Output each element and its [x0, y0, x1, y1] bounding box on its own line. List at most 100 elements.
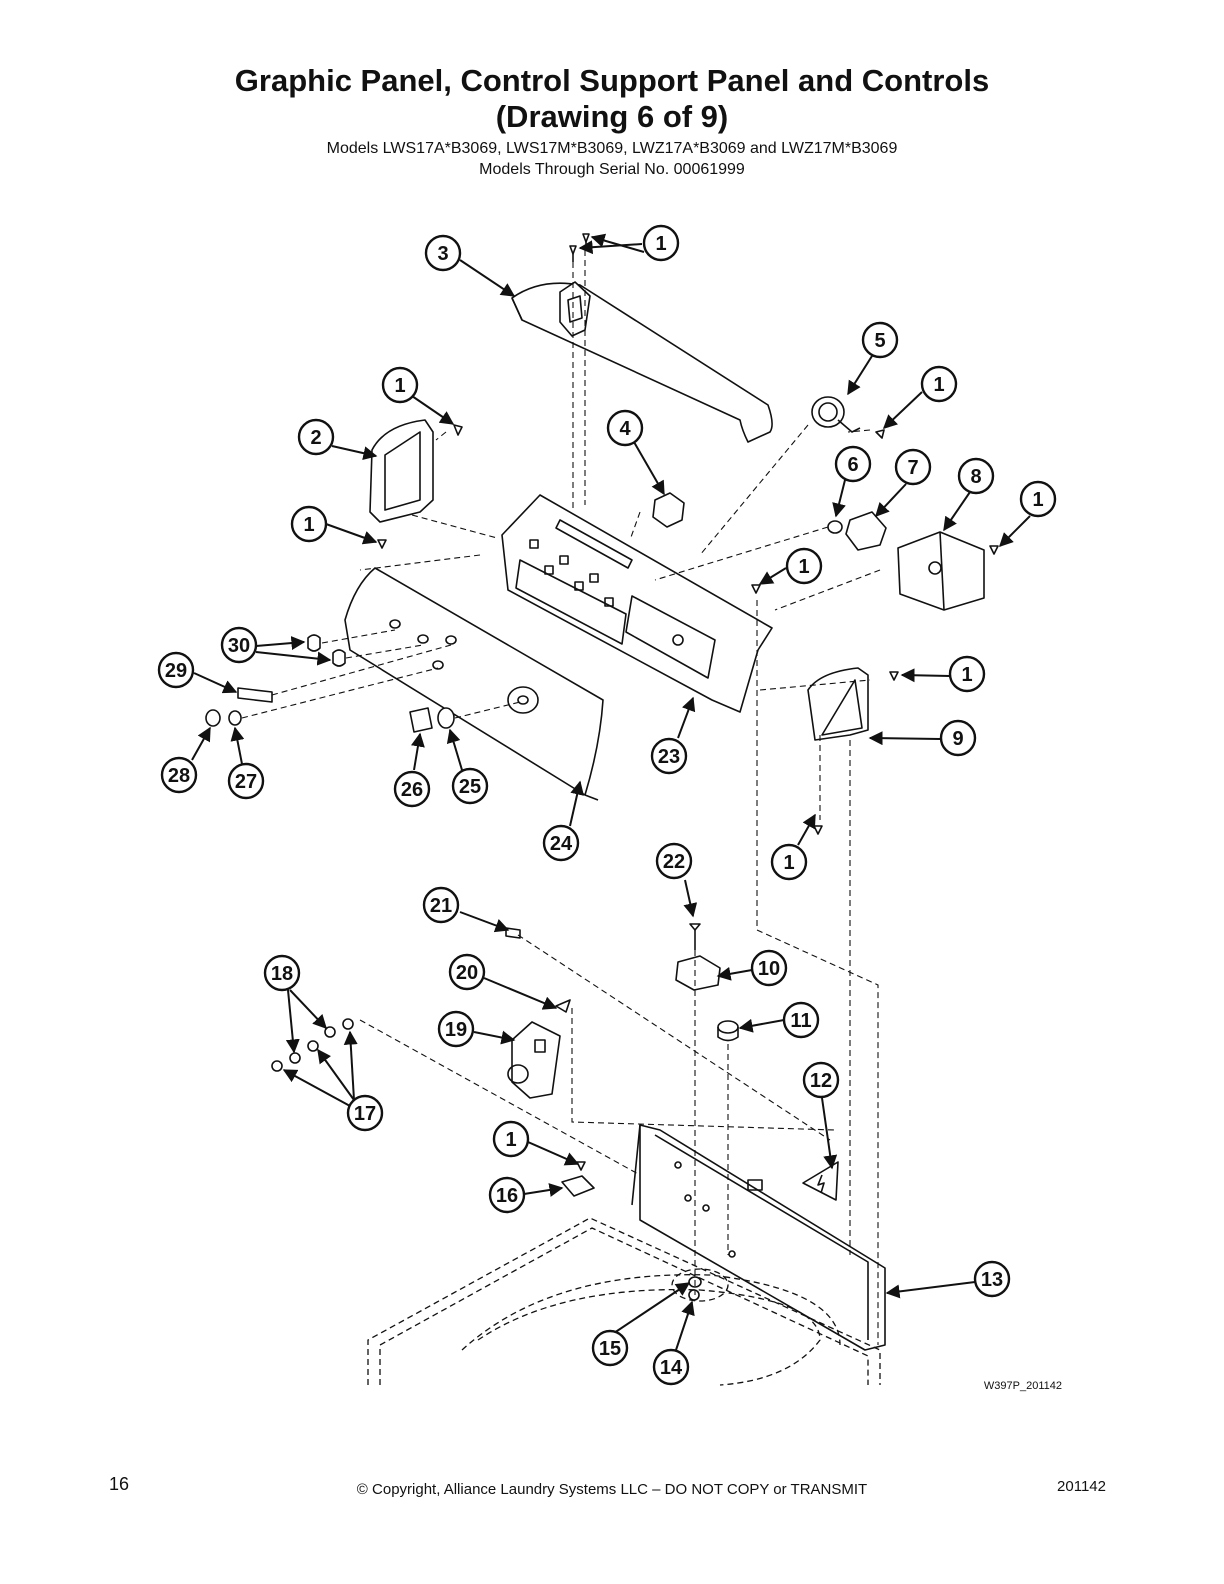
callout-bubble: [488, 1176, 526, 1214]
part-bushing-11: [717, 1020, 739, 1042]
part-left-end-cap: [369, 419, 434, 523]
callout-number: 18: [271, 963, 293, 985]
part-screw-21: [505, 927, 521, 939]
part-clip-20: [555, 999, 571, 1013]
callout-bubble: [157, 651, 195, 689]
callout-number: 3: [437, 243, 448, 265]
callout-number: 1: [798, 556, 809, 578]
callout-number: 25: [459, 776, 481, 798]
callout-number: 23: [658, 746, 680, 768]
footer-code: 201142: [1057, 1478, 1106, 1495]
part-nut-27: [228, 710, 242, 726]
copyright-notice: © Copyright, Alliance Laundry Systems LL…: [356, 1481, 868, 1498]
callout-bubble: [263, 954, 301, 992]
page-subtitle: (Drawing 6 of 9): [495, 99, 729, 134]
callout-number: 12: [810, 1070, 832, 1092]
callout-bubble: [1019, 480, 1057, 518]
part-screw-22: [689, 923, 701, 950]
callout-arrows: [191, 233, 1031, 1351]
part-skirt-25: [437, 707, 455, 729]
callout-number: 1: [505, 1129, 516, 1151]
callout-bubble: [802, 1061, 840, 1099]
cabinet-top-outline: [367, 1217, 881, 1386]
callout-bubble: [437, 1010, 475, 1048]
callout-bubble: [957, 457, 995, 495]
callout-number: 1: [394, 375, 405, 397]
callout-bubble: [542, 824, 580, 862]
callout-bubble: [750, 949, 788, 987]
callout-number: 27: [235, 771, 257, 793]
callout-number: 5: [874, 330, 885, 352]
callout-number: 29: [165, 660, 187, 682]
callout-bubble: [650, 737, 688, 775]
callout-number: 13: [981, 1269, 1003, 1291]
models-line: Models LWS17A*B3069, LWS17M*B3069, LWZ17…: [326, 140, 898, 157]
callout-number: 26: [401, 779, 423, 801]
alignment-lines: [241, 250, 881, 1345]
callout-number: 2: [310, 427, 321, 449]
callout-bubble: [606, 409, 644, 447]
callout-bubble: [448, 953, 486, 991]
part-control-board-19: [507, 1021, 561, 1099]
callout-bubble: [973, 1260, 1011, 1298]
part-knob-29: [237, 687, 273, 703]
part-warning-label-12: [802, 1161, 839, 1201]
callout-number: 1: [303, 514, 314, 536]
callout-number: 17: [354, 1103, 376, 1125]
page-number: 16: [109, 1474, 130, 1494]
callout-bubble: [591, 1329, 629, 1367]
callout-bubble: [642, 224, 680, 262]
parts-drawing: [205, 233, 999, 1351]
callout-number: 1: [655, 233, 666, 255]
callout-bubble: [652, 1348, 690, 1386]
part-rear-support-13: [631, 1124, 886, 1351]
callout-bubble: [655, 842, 693, 880]
callout-number: 10: [758, 958, 780, 980]
callout-number: 15: [599, 1338, 621, 1360]
serial-line: Models Through Serial No. 00061999: [479, 161, 745, 178]
callout-number: 14: [660, 1357, 683, 1379]
callout-number: 28: [168, 765, 190, 787]
callout-numbers: 1 3 5 1 1 2 4 6 7 8 1 1 1 30 29 28 27 26…: [165, 233, 1044, 1379]
page-title: Graphic Panel, Control Support Panel and…: [234, 63, 990, 98]
part-right-end-cap: [807, 667, 869, 741]
callout-bubbles: [157, 224, 1057, 1386]
callout-bubble: [939, 719, 977, 757]
part-front-graphic-panel: [344, 567, 604, 801]
callout-bubble: [220, 626, 258, 664]
callout-bubble: [346, 1094, 384, 1132]
part-buttons-30: [307, 634, 346, 667]
callout-bubble: [785, 547, 823, 585]
part-ring-6: [827, 520, 843, 534]
callout-bubble: [948, 655, 986, 693]
part-switch-4: [652, 492, 685, 528]
callout-number: 8: [970, 466, 981, 488]
callout-number: 16: [496, 1185, 518, 1207]
callout-number: 1: [961, 664, 972, 686]
part-nut-14: [688, 1289, 700, 1301]
callout-bubble: [782, 1001, 820, 1039]
callout-number: 19: [445, 1019, 467, 1041]
drawing-code: W397P_201142: [983, 1380, 1062, 1392]
callout-bubble: [834, 445, 872, 483]
callout-number: 21: [430, 895, 452, 917]
callout-bubble: [422, 886, 460, 924]
callout-number: 22: [663, 851, 685, 873]
callout-number: 9: [952, 728, 963, 750]
part-control-support-panel: [501, 494, 773, 713]
part-switch-7: [845, 511, 887, 551]
callout-number: 1: [783, 852, 794, 874]
callout-number: 1: [1032, 489, 1043, 511]
callout-bubble: [297, 418, 335, 456]
part-washer-28: [205, 709, 221, 727]
callout-number: 1: [933, 374, 944, 396]
part-screws-misc: [377, 424, 999, 1171]
callout-bubble: [451, 767, 489, 805]
callout-bubble: [894, 448, 932, 486]
callout-bubble: [160, 756, 198, 794]
callout-number: 20: [456, 962, 478, 984]
callout-number: 30: [228, 635, 250, 657]
callout-bubble: [424, 234, 462, 272]
callout-number: 7: [907, 457, 918, 479]
